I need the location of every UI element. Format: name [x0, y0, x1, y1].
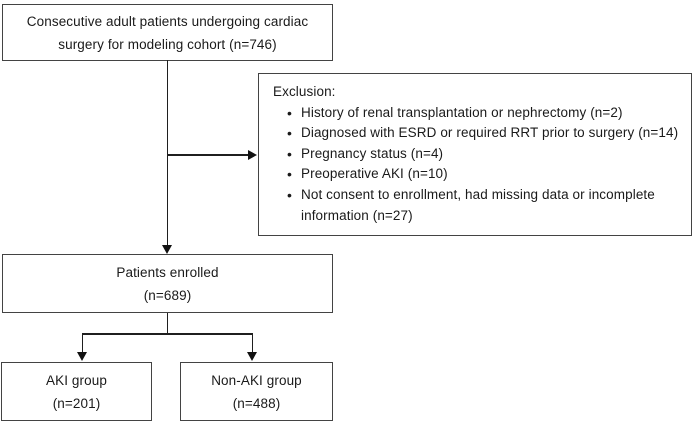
- exclusion-item: Diagnosed with ESRD or required RRT prio…: [287, 123, 683, 144]
- connector-to-exclusion-line: [166, 154, 250, 156]
- exclusion-item: Pregnancy status (n=4): [287, 144, 683, 165]
- cohort-box-text-line1: Consecutive adult patients undergoing ca…: [26, 13, 309, 29]
- connector-enrolled-to-split-line: [166, 313, 169, 334]
- exclusion-box: Exclusion: History of renal transplantat…: [258, 73, 692, 236]
- arrowhead-down-aki-icon: [76, 352, 87, 361]
- connector-split-bar-line: [81, 333, 253, 335]
- non-aki-group-text-line1: Non-AKI group: [211, 372, 302, 388]
- enrolled-box-text-line2: (n=689): [143, 287, 192, 303]
- enrolled-box: Patients enrolled (n=689): [2, 254, 333, 313]
- exclusion-item: Preoperative AKI (n=10): [287, 164, 683, 185]
- enrolled-box-text-line1: Patients enrolled: [116, 264, 219, 280]
- non-aki-group-text-line2: (n=488): [232, 395, 281, 411]
- aki-group-text-line2: (n=201): [52, 395, 101, 411]
- exclusion-item: History of renal transplantation or neph…: [287, 103, 683, 124]
- arrowhead-right-exclusion-icon: [248, 149, 257, 160]
- aki-group-box: AKI group (n=201): [1, 362, 152, 421]
- connector-cohort-to-enrolled-line: [166, 60, 169, 246]
- arrowhead-down-enrolled-icon: [161, 245, 172, 254]
- arrowhead-down-non-aki-icon: [246, 352, 257, 361]
- exclusion-item: Not consent to enrollment, had missing d…: [287, 185, 683, 226]
- connector-split-to-aki-line: [81, 333, 84, 354]
- aki-group-text-line1: AKI group: [46, 372, 107, 388]
- cohort-box-text-line2: surgery for modeling cohort (n=746): [58, 36, 277, 52]
- exclusion-list: History of renal transplantation or neph…: [273, 103, 683, 227]
- exclusion-title: Exclusion:: [273, 84, 336, 99]
- connector-split-to-non-aki-line: [251, 333, 254, 354]
- non-aki-group-box: Non-AKI group (n=488): [180, 362, 333, 421]
- cohort-box: Consecutive adult patients undergoing ca…: [2, 4, 333, 61]
